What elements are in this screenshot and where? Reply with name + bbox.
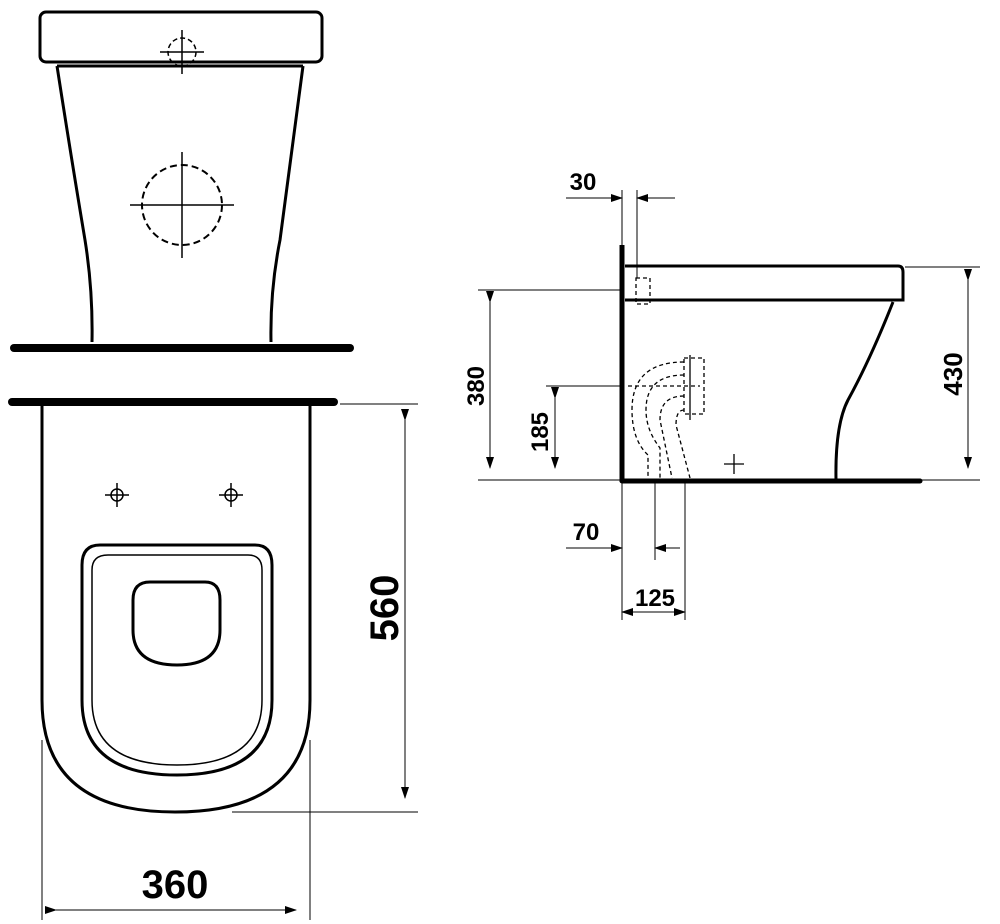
side-body — [834, 301, 895, 481]
outlet-offset-label: 70 — [573, 519, 600, 546]
inlet-offset-label: 125 — [635, 585, 675, 612]
width-label: 360 — [142, 863, 209, 907]
wall-gap-label: 30 — [570, 169, 597, 196]
side-crosshair — [689, 355, 744, 474]
seat-outline — [80, 543, 274, 777]
height-label: 430 — [938, 352, 968, 395]
seat-top — [38, 10, 324, 64]
pedestal-body — [55, 65, 305, 343]
fixing-hole-right — [219, 483, 243, 507]
side-view — [478, 190, 980, 620]
outlet-crosshair — [130, 152, 234, 258]
inlet-crosshair-small — [160, 30, 204, 74]
hidden-trap-lines — [628, 277, 705, 479]
bowl-outline — [40, 406, 312, 814]
outlet-height-label: 380 — [463, 366, 490, 406]
seat-opening — [131, 580, 222, 667]
fixing-hole-left — [105, 483, 129, 507]
front-elevation — [10, 10, 354, 352]
inlet-height-label: 185 — [527, 412, 554, 452]
plan-view — [8, 398, 418, 920]
depth-label: 560 — [363, 575, 407, 642]
side-seat — [625, 264, 905, 302]
